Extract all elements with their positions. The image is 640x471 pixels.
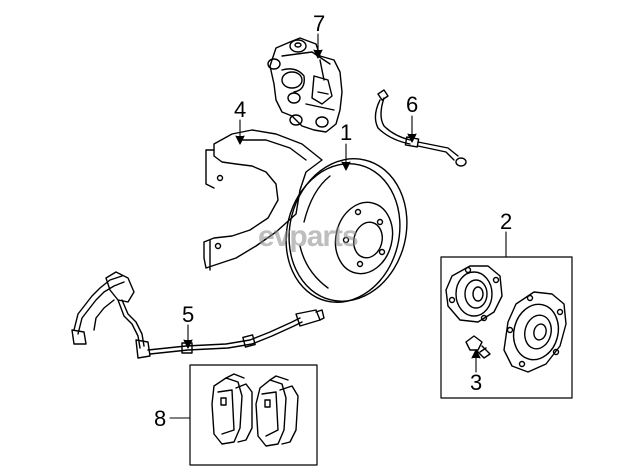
brake-pads-drawing [211,373,299,447]
hub-flange-drawing [503,291,567,373]
callout-brake-hose: 6 [406,92,418,117]
abs-sensor-drawing [71,271,325,359]
hub-bolt-drawing [465,335,491,359]
callout-hub-kit: 2 [500,209,512,234]
rotor-drawing [285,158,408,303]
caliper-drawing [267,37,343,133]
callout-caliper: 7 [313,11,325,36]
splash-shield-drawing [203,129,323,271]
leader-lines [169,33,507,419]
hub-bearing-drawing [445,265,503,323]
watermark: evparts [258,220,358,253]
callout-splash-shield: 4 [234,97,246,122]
callout-rotor: 1 [340,120,352,145]
brake-pads-box [189,364,318,466]
callout-brake-pads: 8 [154,406,166,431]
brake-hose-drawing [374,89,467,167]
callout-abs-sensor: 5 [182,302,194,327]
callout-hub-bolt: 3 [470,370,482,395]
